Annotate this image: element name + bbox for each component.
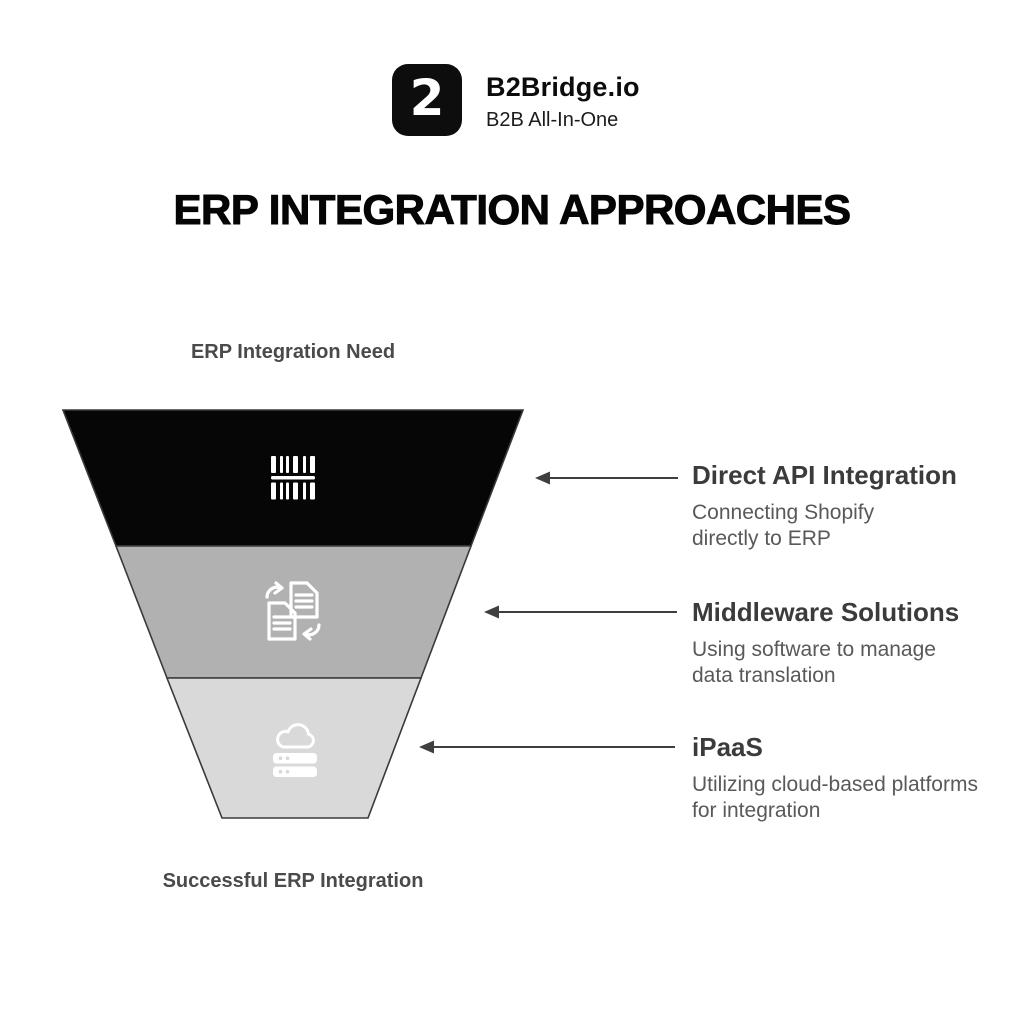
arrow-direct-api bbox=[535, 471, 678, 485]
approach-heading: Middleware Solutions bbox=[692, 597, 960, 627]
approach-description: Connecting Shopify directly to ERP bbox=[692, 500, 1022, 552]
arrow-ipaas bbox=[419, 740, 675, 754]
page-title: ERP INTEGRATION APPROACHES bbox=[173, 186, 851, 233]
brand-tagline: B2B All-In-One bbox=[486, 109, 619, 131]
approach-label-direct-api: Direct API Integration Connecting Shopif… bbox=[692, 459, 1022, 552]
approach-description-line: directly to ERP bbox=[692, 527, 831, 550]
brand-logo-icon: 2 bbox=[409, 69, 445, 127]
pointer-arrows bbox=[419, 471, 678, 754]
approach-description: Using software to manage data translatio… bbox=[692, 637, 1022, 689]
document-transfer-icon bbox=[265, 581, 321, 641]
approach-description-line: Utilizing cloud-based platforms bbox=[692, 773, 978, 796]
approach-description-line: Using software to manage bbox=[692, 638, 936, 661]
approach-heading: iPaaS bbox=[692, 732, 763, 762]
cloud-server-icon bbox=[273, 723, 317, 777]
brand-name: B2Bridge.io bbox=[486, 72, 640, 102]
approach-heading: Direct API Integration bbox=[692, 460, 957, 490]
arrow-middleware bbox=[484, 605, 677, 619]
approach-description: Utilizing cloud-based platforms for inte… bbox=[692, 772, 1022, 824]
approach-description-line: data translation bbox=[692, 664, 836, 687]
approach-label-middleware: Middleware Solutions Using software to m… bbox=[692, 596, 1022, 689]
funnel-top-label: ERP Integration Need bbox=[190, 341, 396, 363]
funnel-bottom-label: Successful ERP Integration bbox=[162, 870, 424, 892]
brand-logo: 2 bbox=[392, 64, 462, 136]
barcode-icon bbox=[271, 456, 315, 500]
approach-label-ipaas: iPaaS Utilizing cloud-based platforms fo… bbox=[692, 731, 1022, 824]
approach-description-line: for integration bbox=[692, 799, 821, 822]
approach-description-line: Connecting Shopify bbox=[692, 501, 875, 524]
